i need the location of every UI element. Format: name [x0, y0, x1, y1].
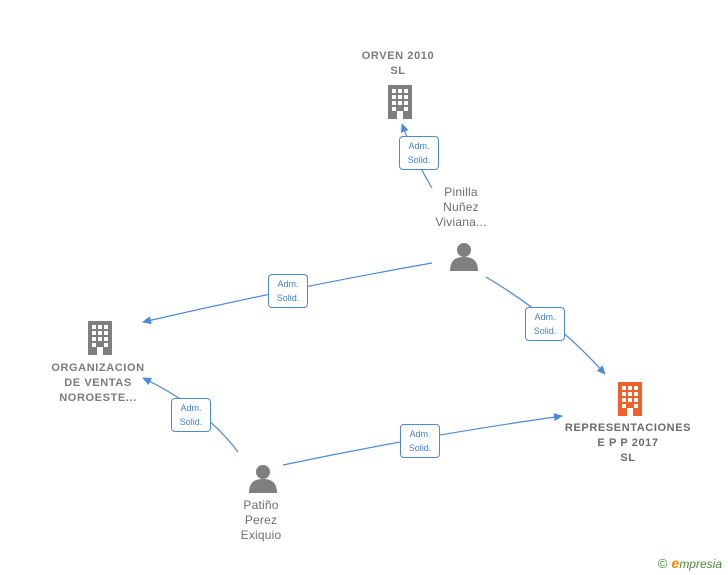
person-icon-pinilla[interactable]: [449, 241, 479, 276]
building-icon: [388, 85, 412, 119]
building-icon: [618, 382, 642, 416]
building-icon: [88, 321, 112, 355]
building-icon-representaciones[interactable]: [614, 381, 646, 422]
building-icon-organizacion[interactable]: [84, 320, 116, 361]
edge-label-pinilla-organizacion[interactable]: Adm. Solid.: [268, 274, 308, 308]
person-icon: [249, 465, 277, 493]
node-label-representaciones[interactable]: REPRESENTACIONES E P P 2017 SL: [564, 422, 692, 464]
copyright-icon: ©: [657, 555, 668, 571]
node-label-organizacion[interactable]: ORGANIZACION DE VENTAS NOROESTE...: [51, 362, 145, 404]
person-icon-patino[interactable]: [248, 463, 278, 498]
edge-label-pinilla-orven[interactable]: Adm. Solid.: [399, 136, 439, 170]
person-icon: [450, 243, 478, 271]
building-icon-orven[interactable]: [384, 84, 416, 125]
node-label-pinilla[interactable]: Pinilla Nuñez Viviana...: [435, 185, 487, 229]
node-label-orven[interactable]: ORVEN 2010 SL: [361, 50, 435, 77]
edge-label-patino-organizacion[interactable]: Adm. Solid.: [171, 398, 211, 432]
edge-label-patino-representaciones[interactable]: Adm. Solid.: [400, 424, 440, 458]
node-label-patino[interactable]: Patiño Perez Exiquio: [240, 498, 282, 542]
brand-text: empresia: [671, 555, 722, 571]
edge-label-pinilla-representaciones[interactable]: Adm. Solid.: [525, 307, 565, 341]
empresia-logo[interactable]: © empresia: [658, 555, 722, 571]
